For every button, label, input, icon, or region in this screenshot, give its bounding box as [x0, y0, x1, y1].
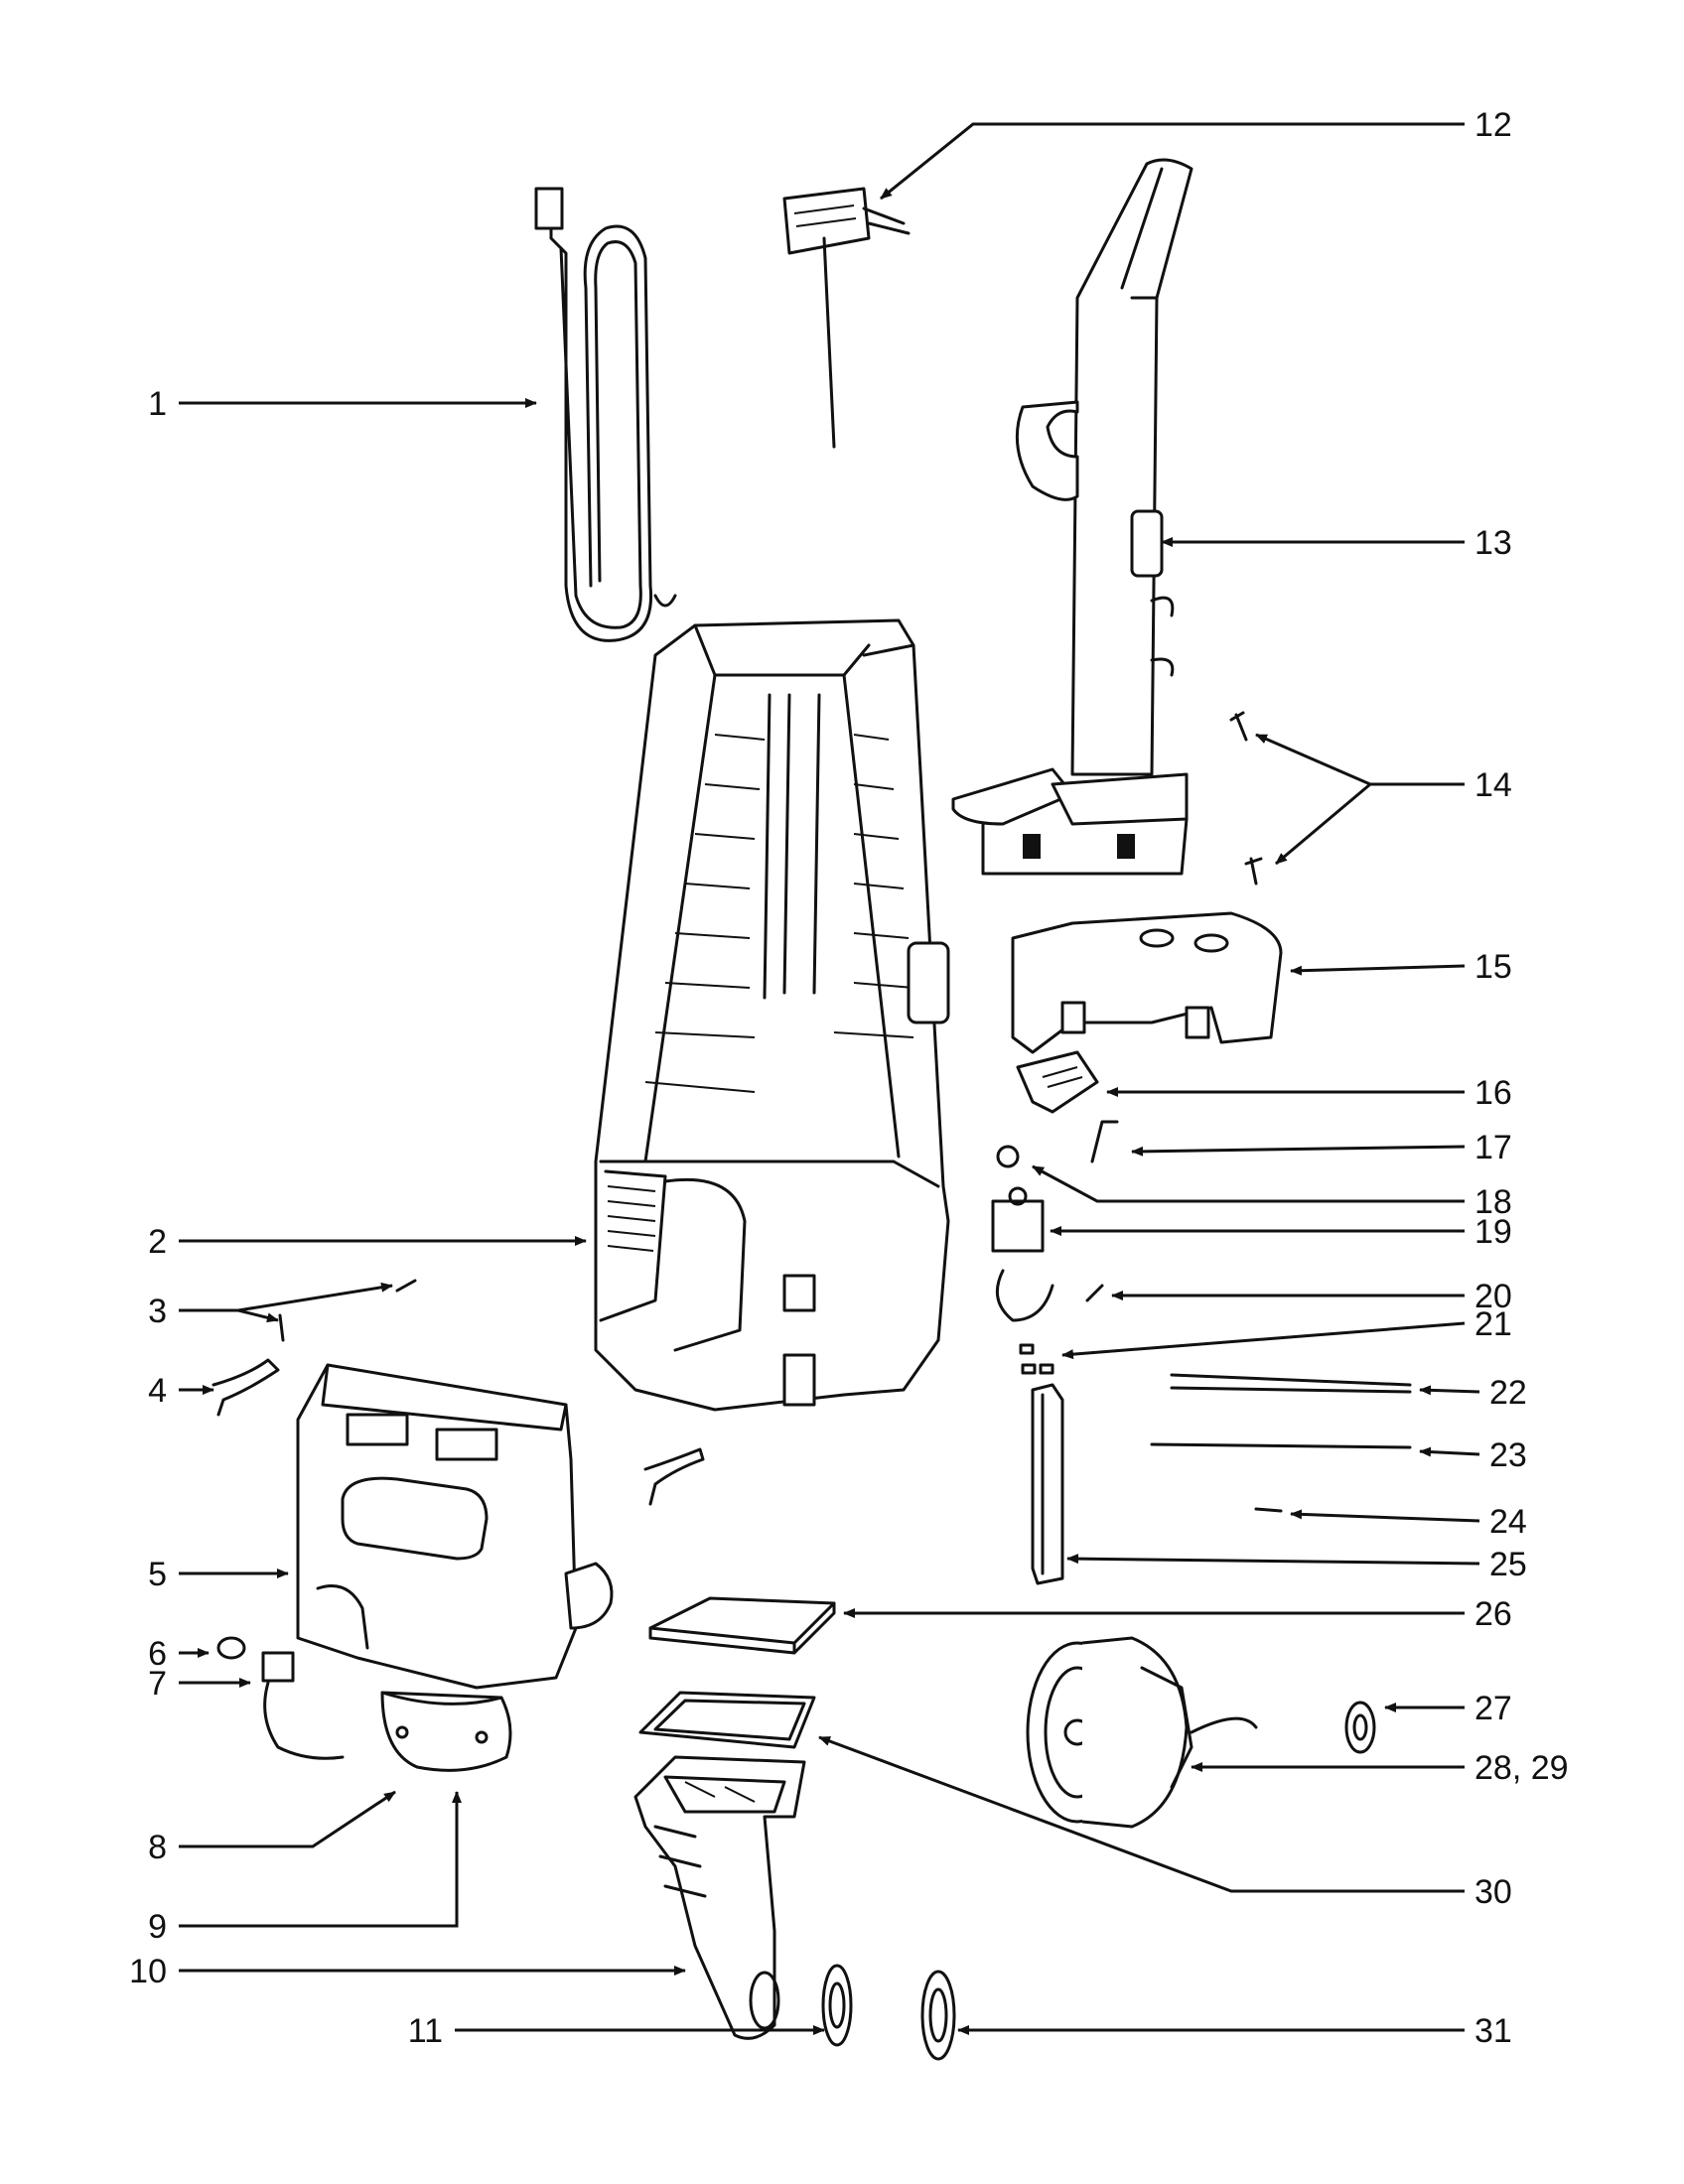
callout-14: 14: [1474, 766, 1512, 804]
base-foot-part: [633, 1755, 806, 2040]
callout-18: 18: [1474, 1183, 1512, 1221]
callout-20: 20: [1474, 1278, 1512, 1315]
callout-15: 15: [1474, 948, 1512, 986]
callout-7: 7: [148, 1665, 167, 1703]
callout-1: 1: [148, 385, 167, 423]
motor-part: [1026, 1636, 1258, 1829]
base-plate-part: [380, 1691, 512, 1772]
callout-21: 21: [1474, 1305, 1512, 1343]
power-cord-part: [534, 187, 677, 642]
nozzle-housing-part: [296, 1363, 614, 1690]
callout-labels: 1 2 3 4 5 6 7 8 9 10 11 12 13 14 15 16 1…: [129, 106, 1568, 2050]
callout-24: 24: [1489, 1503, 1527, 1541]
callout-25: 25: [1489, 1546, 1527, 1583]
small-parts-16-19: [991, 1050, 1119, 1322]
small-parts-6-7: [216, 1636, 345, 1760]
callout-19: 19: [1474, 1213, 1512, 1251]
callout-5: 5: [148, 1556, 167, 1593]
callout-17: 17: [1474, 1129, 1512, 1166]
filter-part: [648, 1596, 836, 1655]
callout-22: 22: [1489, 1374, 1527, 1412]
callout-9: 9: [148, 1908, 167, 1946]
circuit-board-part: [782, 187, 911, 449]
callout-11: 11: [408, 2012, 443, 2050]
callout-6: 6: [148, 1635, 167, 1673]
callout-8: 8: [148, 1829, 167, 1866]
callout-3: 3: [148, 1293, 167, 1330]
screws-part-14: [1229, 711, 1263, 886]
filter-frame-part: [638, 1691, 816, 1749]
main-housing-part: [594, 618, 950, 1412]
callout-28-29: 28, 29: [1474, 1749, 1569, 1787]
leader-lines: [179, 122, 1480, 2035]
callout-27: 27: [1474, 1690, 1512, 1727]
callout-12: 12: [1474, 106, 1512, 144]
bracket-part: [1011, 911, 1283, 1054]
small-parts-20-21: [1019, 1284, 1104, 1375]
callout-2: 2: [148, 1223, 167, 1261]
callout-4: 4: [148, 1372, 167, 1410]
callout-16: 16: [1474, 1074, 1512, 1112]
callout-30: 30: [1474, 1873, 1512, 1911]
wheels-parts: [821, 1964, 956, 2061]
handle-part: [951, 158, 1193, 876]
callout-10: 10: [129, 1953, 167, 1990]
callout-13: 13: [1474, 524, 1512, 562]
callout-26: 26: [1474, 1595, 1512, 1633]
callout-23: 23: [1489, 1436, 1527, 1474]
callout-31: 31: [1474, 2012, 1512, 2050]
bushing-part: [1344, 1701, 1376, 1754]
rods-parts-22-25: [1031, 1373, 1412, 1585]
